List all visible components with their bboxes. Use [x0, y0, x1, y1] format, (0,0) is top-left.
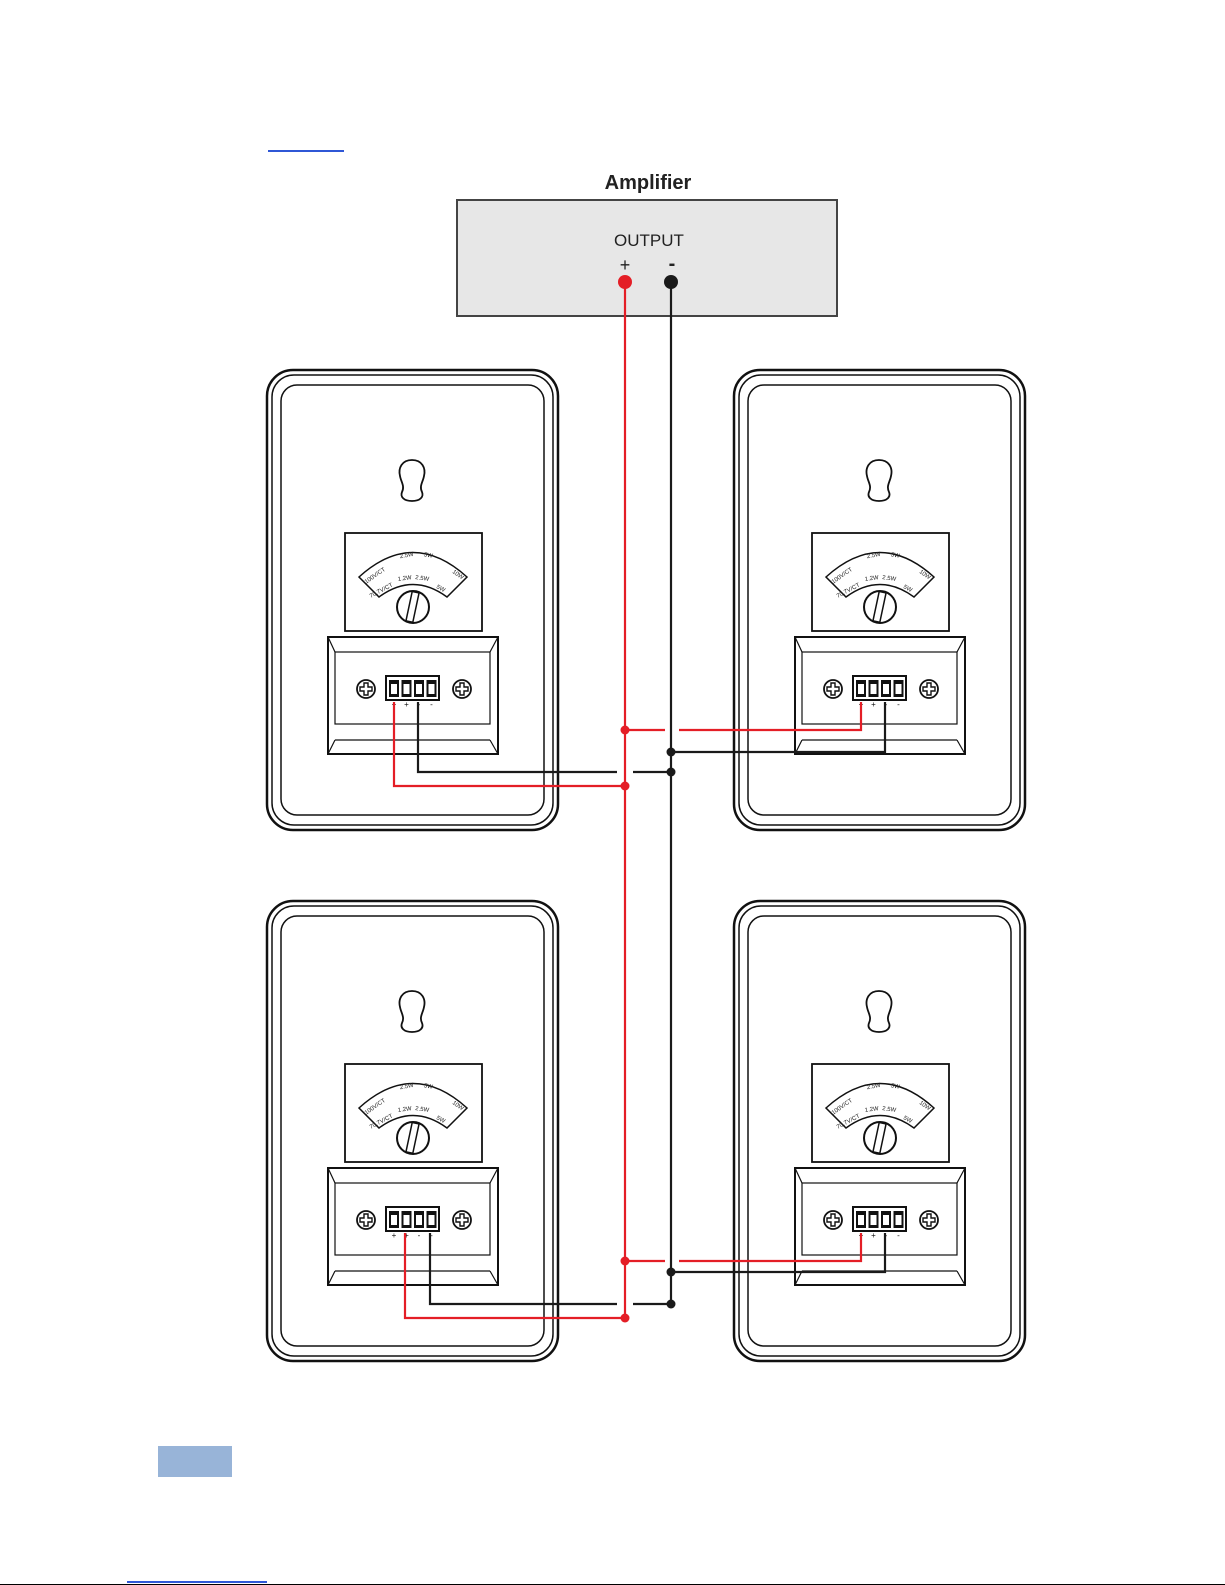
terminal-mark: +	[871, 1231, 876, 1240]
junction-dot	[621, 1257, 630, 1266]
terminal-screw	[429, 1215, 435, 1225]
terminal-screw	[416, 1215, 422, 1225]
terminal-screw	[391, 1215, 397, 1225]
terminal-mark: -	[897, 1231, 900, 1240]
junction-dot	[667, 768, 676, 777]
junction-dot	[621, 1314, 630, 1323]
terminal-screw	[858, 684, 864, 694]
terminal-screw	[404, 1215, 410, 1225]
terminal-mark: -	[897, 700, 900, 709]
amplifier: Amplifier OUTPUT + -	[457, 172, 837, 316]
terminal-screw	[416, 684, 422, 694]
footer-link[interactable]	[127, 1581, 267, 1583]
junction-dot	[621, 782, 630, 791]
junction-dot	[667, 748, 676, 757]
terminal-mark: -	[418, 1231, 421, 1240]
terminal-screw	[896, 684, 902, 694]
minus-label: -	[669, 253, 676, 275]
junction-dot	[667, 1268, 676, 1277]
terminal-screw	[391, 684, 397, 694]
amplifier-title: Amplifier	[605, 172, 692, 194]
terminal-screw	[404, 684, 410, 694]
terminal-screw	[858, 1215, 864, 1225]
junction-dot	[667, 1300, 676, 1309]
speaker-top-right: 100V/CT2.5W5W10W70.7V/CT1.2W2.5W5W++--	[734, 370, 1025, 830]
terminal-mark: +	[404, 700, 409, 709]
terminal-mark: +	[392, 1231, 397, 1240]
terminal-screw	[883, 684, 889, 694]
terminal-screw	[871, 684, 877, 694]
speakers: 100V/CT2.5W5W10W70.7V/CT1.2W2.5W5W++--10…	[267, 370, 1025, 1361]
junction-dot	[621, 726, 630, 735]
terminal-screw	[883, 1215, 889, 1225]
terminal-mark: -	[430, 700, 433, 709]
page-tab	[158, 1446, 232, 1477]
terminal-mark: +	[871, 700, 876, 709]
terminal-screw	[871, 1215, 877, 1225]
output-label: OUTPUT	[614, 231, 684, 250]
amplifier-box	[457, 200, 837, 316]
terminal-screw	[896, 1215, 902, 1225]
terminal-screw	[429, 684, 435, 694]
plus-label: +	[620, 255, 631, 275]
